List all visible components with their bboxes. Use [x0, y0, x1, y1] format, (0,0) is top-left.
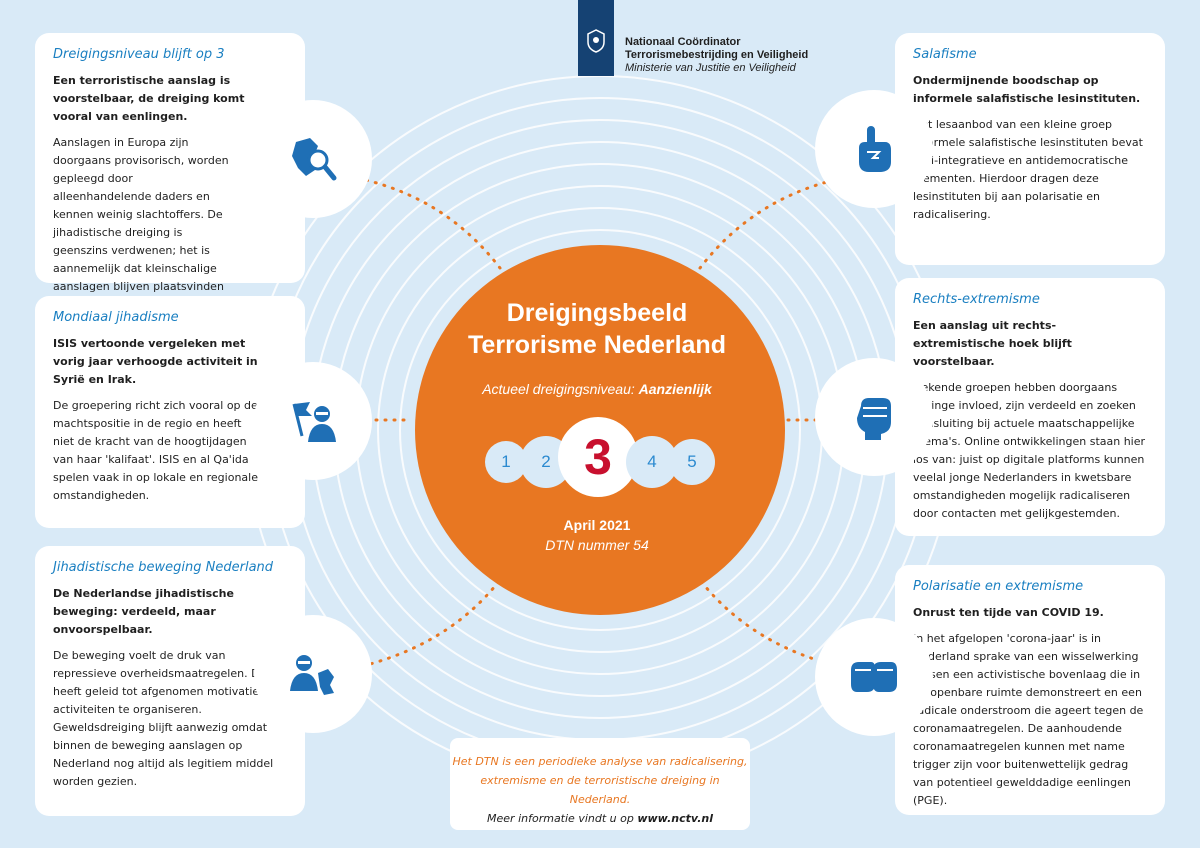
card-salafism: Salafisme Ondermijnende boodschap op inf… [895, 33, 1165, 265]
card-lead: Een aanslag uit rechts-extremistische ho… [913, 319, 1072, 368]
organization-name: Nationaal Coördinator Terrorismebestrijd… [625, 36, 808, 75]
threat-level-value: Aanzienlijk [638, 381, 712, 397]
raised-finger-hand-icon [859, 126, 891, 172]
icon-circle-threat-level [254, 100, 372, 218]
info-box: Het DTN is een periodieke analyse van ra… [450, 738, 750, 830]
info-line-3-prefix: Meer informatie vindt u op [487, 812, 634, 825]
icon-circle-polarization [815, 618, 933, 736]
level-5: 5 [669, 439, 715, 485]
card-body: Gekende groepen hebben doorgaans geringe… [913, 381, 1146, 520]
main-title: Dreigingsbeeld Terrorisme Nederland [412, 297, 782, 361]
card-polarization: Polarisatie en extremisme Onrust ten tij… [895, 565, 1165, 815]
card-title: Mondiaal jihadisme [53, 310, 179, 325]
info-line-1: Het DTN is een periodieke analyse van ra… [452, 755, 748, 768]
card-global-jihadism: Mondiaal jihadisme ISIS vertoonde vergel… [35, 296, 305, 528]
threat-level-line: Actueel dreigingsniveau: Aanzienlijk [412, 381, 782, 397]
map-magnifier-icon [292, 138, 337, 181]
card-title: Dreigingsniveau blijft op 3 [53, 47, 225, 62]
card-threat-level: Dreigingsniveau blijft op 3 Een terroris… [35, 33, 305, 311]
icon-circle-global-jihadism [254, 362, 372, 480]
icon-circle-right-extremism [815, 358, 933, 476]
card-body: Aanslagen in Europa zijn doorgaans provi… [53, 136, 229, 311]
raised-fist-icon [857, 398, 891, 440]
card-title: Polarisatie en extremisme [913, 579, 1084, 594]
card-title: Rechts-extremisme [913, 292, 1040, 307]
card-title: Jihadistische beweging Nederland [53, 560, 274, 575]
masked-person-map-icon [290, 655, 334, 695]
main-title-line-2: Terrorisme Nederland [468, 331, 726, 359]
card-right-extremism: Rechts-extremisme Een aanslag uit rechts… [895, 278, 1165, 536]
card-lead: Ondermijnende boodschap op informele sal… [913, 74, 1141, 105]
center-panel: Dreigingsbeeld Terrorisme Nederland Actu… [412, 275, 782, 625]
threat-level-label: Actueel dreigingsniveau: [482, 381, 635, 397]
icon-circle-salafism [815, 90, 933, 208]
card-body: In het afgelopen 'corona-jaar' is in Ned… [913, 632, 1144, 807]
royal-crest-icon [584, 28, 608, 54]
website-link[interactable]: www.nctv.nl [637, 812, 713, 825]
card-body: De beweging voelt de druk van repressiev… [53, 649, 281, 788]
card-body: Het lesaanbod van een kleine groep infor… [913, 118, 1143, 221]
report-number: DTN nummer 54 [545, 537, 649, 553]
card-lead: Onrust ten tijde van COVID 19. [913, 606, 1104, 619]
card-title: Salafisme [913, 47, 977, 62]
card-lead: Een terroristische aanslag is voorstelba… [53, 74, 245, 123]
level-3-active: 3 [558, 417, 638, 497]
org-line-3: Ministerie van Justitie en Veiligheid [625, 62, 796, 74]
info-line-2: extremisme en de terroristische dreiging… [480, 774, 720, 806]
clasped-fists-icon [851, 662, 897, 692]
org-line-1: Nationaal Coördinator [625, 36, 741, 48]
card-lead: De Nederlandse jihadistische beweging: v… [53, 587, 234, 636]
card-jihadist-movement-nl: Jihadistische beweging Nederland De Nede… [35, 546, 305, 816]
info-line-3: Meer informatie vindt u op www.nctv.nl [450, 809, 750, 828]
icon-circle-jihadist-movement [254, 615, 372, 733]
masked-person-flag-icon [292, 402, 336, 442]
level-1: 1 [485, 441, 527, 483]
card-lead: ISIS vertoonde vergeleken met vorig jaar… [53, 337, 258, 386]
card-body: De groepering richt zich vooral op de ma… [53, 399, 258, 502]
report-date: April 2021 [563, 517, 631, 533]
org-line-2: Terrorismebestrijding en Veiligheid [625, 49, 809, 61]
main-title-line-1: Dreigingsbeeld [506, 299, 688, 327]
